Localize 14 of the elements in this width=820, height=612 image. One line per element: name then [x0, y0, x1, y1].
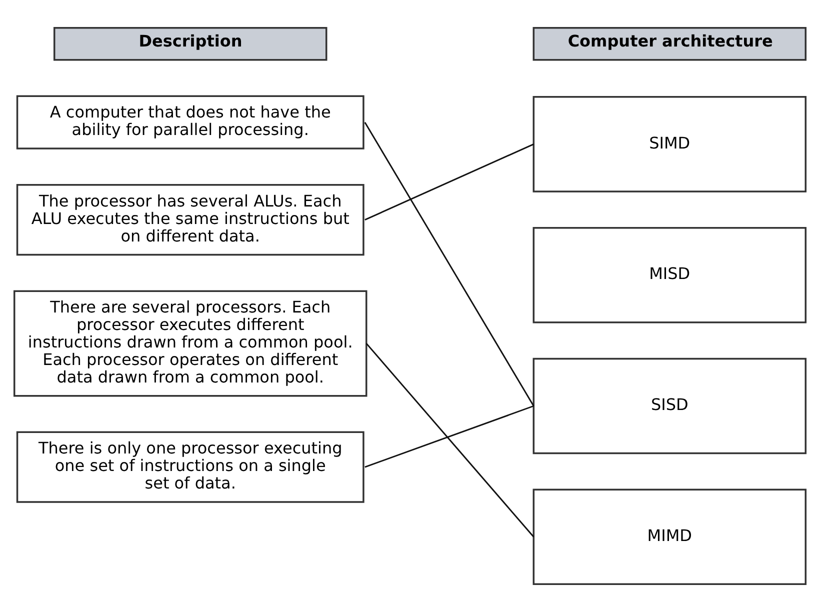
node-box: A computer that does not have the ability for parallel processing.: [16, 95, 364, 150]
node-box: There is only one processor executing one set of instructions on a single set of data.: [16, 431, 364, 503]
node-box: There are several processors. Each processor executes different instructions drawn from a common pool. Each processor operates on different data drawn from a common pool.: [14, 290, 368, 397]
node-box: Description: [54, 26, 328, 61]
connector: [366, 342, 534, 538]
connector: [364, 122, 534, 406]
node-box: MISD: [532, 226, 806, 324]
connector: [364, 405, 534, 468]
node-box: SIMD: [532, 96, 806, 192]
node-box: SISD: [532, 358, 806, 454]
connector: [364, 144, 534, 220]
node-box: Computer architecture: [532, 26, 806, 61]
node-box: The processor has several ALUs. Each ALU executes the same instructions but on different data.: [16, 184, 364, 256]
node-box: MIMD: [532, 488, 806, 586]
